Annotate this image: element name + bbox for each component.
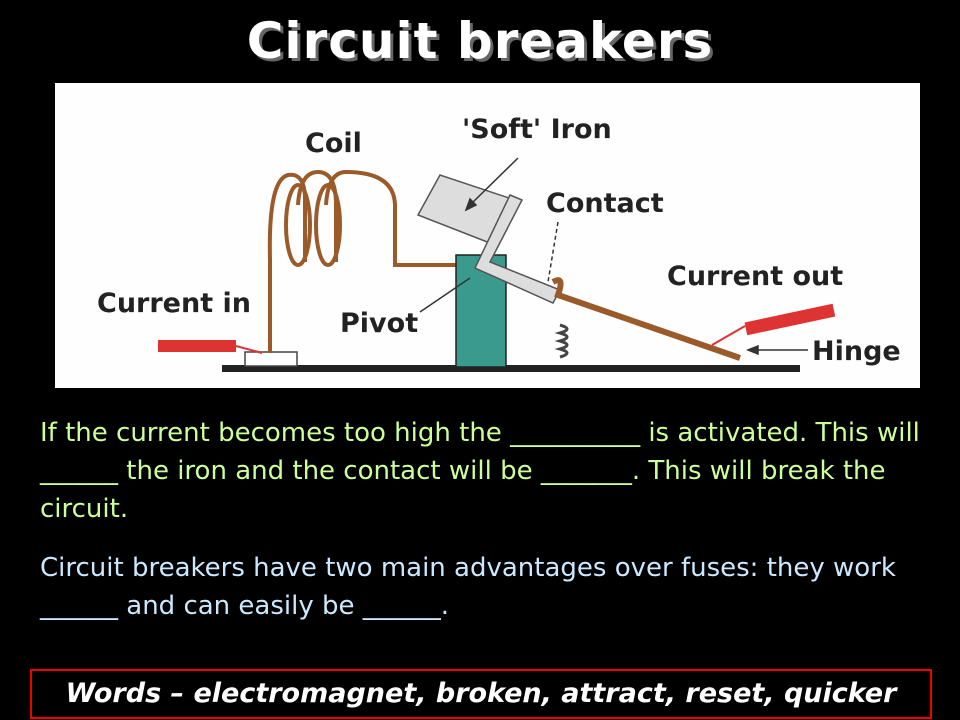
fill-in-paragraph-2: Circuit breakers have two main advantage… [40,553,896,621]
label-soft-iron: 'Soft' Iron [462,114,612,145]
base-board [222,365,800,372]
label-coil: Coil [305,128,362,159]
input-wire [158,340,236,352]
spring [554,323,569,359]
output-wire [744,303,836,336]
coil-loop [314,183,342,267]
label-current-out: Current out [667,261,843,292]
contact-arm [551,277,741,361]
coil-loop [284,183,312,267]
label-hinge: Hinge [812,336,901,367]
label-current-in: Current in [97,288,251,319]
label-contact: Contact [546,188,664,219]
label-arrows [419,157,808,356]
circuit-breaker-diagram: Coil 'Soft' Iron Contact Current in Pivo… [55,83,920,388]
word-bank-box: Words – electromagnet, broken, attract, … [30,669,932,719]
fill-in-paragraph-1: If the current becomes too high the ____… [40,418,920,524]
slide-title: Circuit breakers [246,12,714,70]
label-pivot: Pivot [340,308,418,339]
terminal-block [244,351,298,367]
